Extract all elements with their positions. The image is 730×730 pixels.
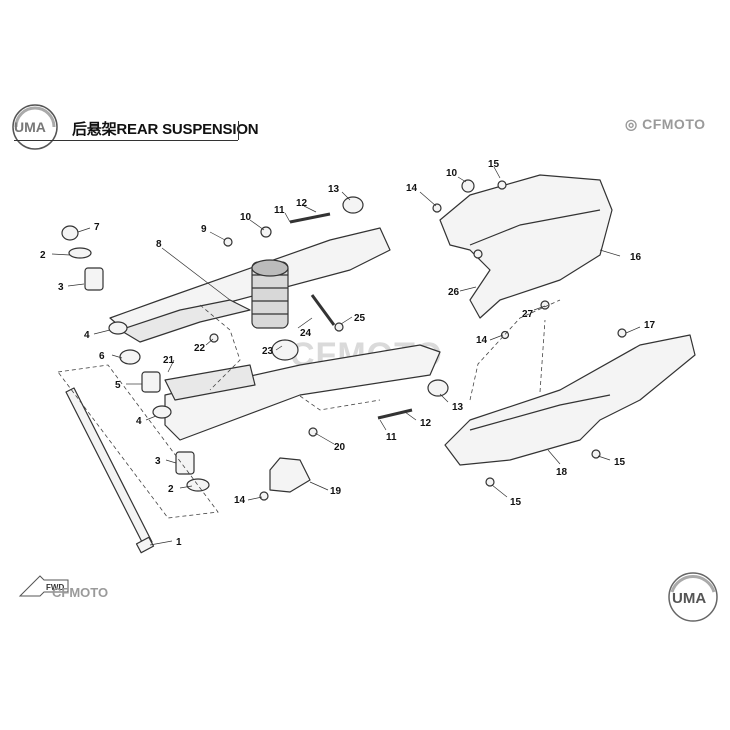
callout-13: 13 (328, 184, 340, 195)
callout-26: 26 (448, 287, 460, 298)
title-underline (14, 140, 238, 141)
cfmoto-ring-icon: ◎ (625, 116, 643, 132)
brand-text: CFMOTO (642, 116, 706, 132)
uma-logo-icon: UMA (10, 102, 60, 152)
brand-text-bottom: CFMOTO (52, 585, 109, 600)
swingarm-cross-brace (164, 364, 256, 401)
callout-20: 20 (334, 442, 346, 453)
callout-3b: 3 (155, 456, 161, 467)
callout-24: 24 (300, 328, 312, 339)
brand-logo-bottom: CFMOTO (52, 585, 108, 600)
callout-21: 21 (163, 355, 175, 366)
callout-17: 17 (644, 320, 656, 331)
callout-14: 14 (406, 183, 418, 194)
callout-15b: 15 (614, 457, 626, 468)
pivot-bolt (65, 387, 153, 547)
washer (68, 247, 92, 259)
callout-4b: 4 (136, 416, 142, 427)
callout-4: 4 (84, 330, 90, 341)
callout-9: 9 (201, 224, 207, 235)
brand-logo-top: ◎ CFMOTO (625, 116, 706, 133)
callout-7: 7 (94, 222, 100, 233)
callout-10b: 10 (446, 168, 458, 179)
callout-12b: 12 (420, 418, 432, 429)
fwd-label: FWD (46, 583, 64, 592)
callout-14c: 14 (234, 495, 246, 506)
callout-22: 22 (194, 343, 206, 354)
callout-15c: 15 (510, 497, 522, 508)
bushing (84, 267, 104, 291)
chain-guard (444, 334, 696, 466)
callout-12: 12 (296, 198, 308, 209)
callout-11b: 11 (386, 432, 397, 443)
callout-14b: 14 (476, 335, 488, 346)
page-title: 后悬架REAR SUSPENSION (72, 121, 259, 138)
uma-logo-bottom-icon: UMA (664, 570, 722, 624)
swingarm-lower-rail (164, 344, 441, 441)
svg-text:UMA: UMA (14, 119, 46, 135)
nut (61, 225, 79, 241)
callout-23: 23 (262, 346, 274, 357)
callout-1: 1 (176, 537, 182, 548)
callout-2b: 2 (168, 484, 174, 495)
callout-25: 25 (354, 313, 366, 324)
callout-15: 15 (488, 159, 500, 170)
spacer (342, 196, 364, 214)
callout-5: 5 (115, 380, 121, 391)
callout-13b: 13 (452, 402, 464, 413)
callout-27: 27 (522, 309, 534, 320)
callout-2: 2 (40, 250, 46, 261)
bracket (269, 457, 311, 493)
callout-6: 6 (99, 351, 105, 362)
callout-10: 10 (240, 212, 252, 223)
callout-16: 16 (630, 252, 642, 263)
swingarm-inner-rail (119, 299, 251, 343)
fwd-arrow-icon: FWD (18, 575, 69, 597)
callout-18: 18 (556, 467, 568, 478)
callout-19: 19 (330, 486, 342, 497)
callout-3: 3 (58, 282, 64, 293)
callout-8: 8 (156, 239, 162, 250)
title-divider (238, 121, 239, 140)
callout-11: 11 (274, 205, 285, 216)
svg-text:UMA: UMA (672, 590, 706, 607)
rear-fender (439, 174, 613, 319)
